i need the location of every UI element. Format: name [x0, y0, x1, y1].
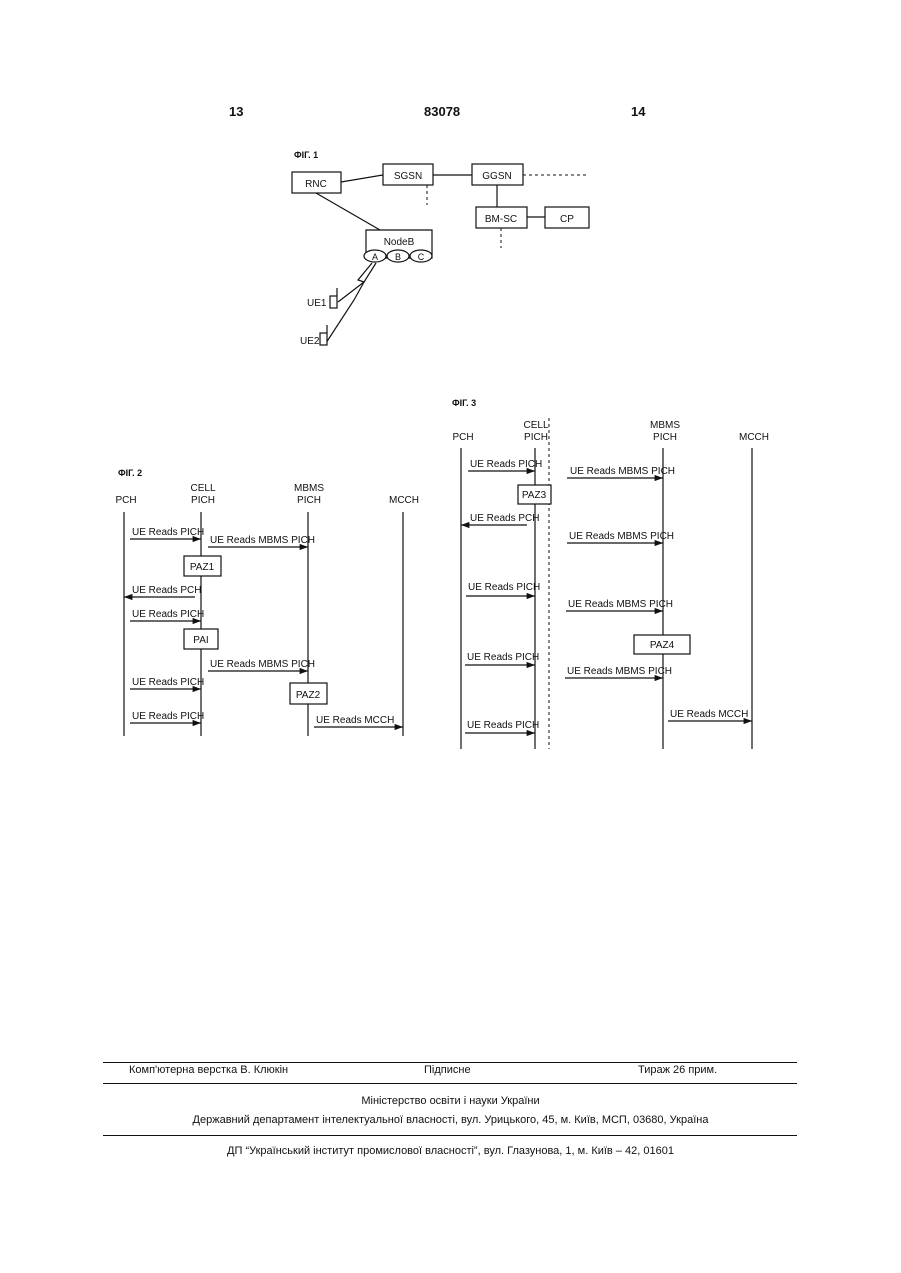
- fig3-title: ФІГ. 3: [452, 398, 476, 408]
- fig3-lane-mbms-pich: PICH: [653, 432, 677, 443]
- fig3-lane-mcch: MCCH: [739, 432, 769, 443]
- footer-circulation: Тираж 26 прим.: [638, 1064, 717, 1076]
- fig3-lane-pch: PCH: [452, 432, 473, 443]
- footer-rule-bottom: [103, 1135, 797, 1136]
- fig3-box-paz4-label: PAZ4: [650, 640, 675, 651]
- fig3-diagram: ФІГ. 3 PCH CELL PICH MBMS PICH MCCH UE R…: [0, 0, 901, 780]
- fig3-msg-6: UE Reads MBMS PICH: [568, 599, 673, 610]
- footer-signed: Підписне: [424, 1064, 471, 1076]
- fig3-msg-5: UE Reads PICH: [468, 582, 540, 593]
- footer-rule-top: [103, 1062, 797, 1063]
- fig3-msg-4: UE Reads MBMS PICH: [569, 531, 674, 542]
- fig3-box-paz3-label: PAZ3: [522, 490, 547, 501]
- footer-typesetting: Комп'ютерна верстка В. Клюкін: [129, 1064, 288, 1076]
- fig3-msg-10: UE Reads PICH: [467, 720, 539, 731]
- footer-institute: ДП “Український інститут промислової вла…: [0, 1145, 901, 1157]
- fig3-msg-8: UE Reads MBMS PICH: [567, 666, 672, 677]
- footer-ministry: Міністерство освіти і науки України: [0, 1095, 901, 1107]
- fig3-msg-9: UE Reads MCCH: [670, 709, 748, 720]
- fig3-msg-1: UE Reads PICH: [470, 459, 542, 470]
- fig3-lane-mbms: MBMS: [650, 420, 680, 431]
- fig3-msg-2: UE Reads MBMS PICH: [570, 466, 675, 477]
- footer-rule-middle: [103, 1083, 797, 1084]
- fig3-lane-cell: CELL: [523, 420, 548, 431]
- fig3-lane-cell-pich: PICH: [524, 432, 548, 443]
- fig3-msg-3: UE Reads PCH: [470, 513, 539, 524]
- footer-department: Державний департамент інтелектуальної вл…: [0, 1114, 901, 1126]
- fig3-msg-7: UE Reads PICH: [467, 652, 539, 663]
